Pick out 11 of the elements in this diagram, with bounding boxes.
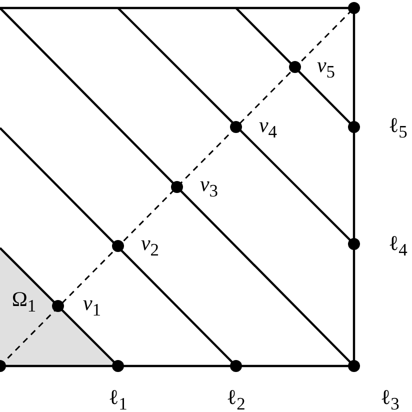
point-label: v$_{3}$ [200, 174, 218, 200]
line-label: ℓ$_{1}$ [108, 387, 128, 412]
point-label: v$_{5}$ [316, 55, 336, 81]
point-label: v$_{4}$ [258, 115, 278, 141]
point-label: v$_{1}$ [82, 293, 102, 319]
line-label: ℓ$_{4}$ [388, 233, 408, 259]
point-label: v$_{2}$ [140, 233, 160, 259]
region-label: Ω$_{1}$ [12, 289, 36, 315]
line-label: ℓ$_{5}$ [388, 115, 408, 141]
line-label: ℓ$_{2}$ [226, 387, 246, 412]
line-label: ℓ$_{3}$ [380, 387, 400, 412]
